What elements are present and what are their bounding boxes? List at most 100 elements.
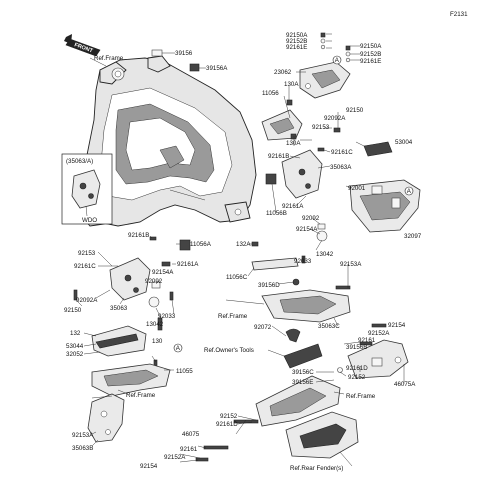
label-92152a-r: 92152A — [368, 330, 390, 337]
label-92150a-r: 92150A — [360, 43, 382, 50]
callout-a-left-label: A — [176, 345, 181, 352]
bracket-11056 — [261, 109, 303, 141]
label-39156c: 39156C — [292, 369, 314, 376]
ref-frame-right: Ref.Frame — [346, 393, 376, 400]
label-92152b-t: 92152B — [286, 38, 307, 45]
grommet-130a-2 — [290, 133, 297, 140]
label-92161b-r: 92161B — [268, 153, 289, 160]
label-35063a: 35063A — [330, 164, 352, 171]
label-92161a-r: 92161A — [282, 203, 304, 210]
ref-frame-left: Ref.Frame — [126, 392, 156, 399]
label-92150a-t: 92150A — [286, 32, 308, 39]
main-frame — [79, 55, 257, 227]
spacer-92092-r — [317, 223, 326, 230]
label-92153a-r: 92153A — [340, 261, 362, 268]
cap-39156a — [189, 63, 200, 72]
label-13042-r: 13042 — [316, 251, 334, 258]
bolt-92150-l — [73, 289, 78, 301]
label-32052: 32052 — [66, 351, 84, 358]
label-35063: 35063 — [110, 305, 128, 312]
inset-sub-label: WDO — [82, 217, 97, 224]
callout-a-top-label: A — [335, 57, 340, 64]
bracket-46075a — [347, 339, 409, 379]
label-39156e: 39156E — [292, 379, 313, 386]
label-92161d-b: 92161D — [216, 421, 238, 428]
bolt-92033-l — [169, 291, 174, 301]
label-92092-l: 92092 — [145, 278, 163, 285]
ref-rear-fender: Ref.Rear Fender(s) — [290, 465, 343, 472]
label-92154a-l: 92154A — [152, 269, 174, 276]
inset-box — [61, 153, 113, 225]
bolt-92161b-l — [149, 236, 157, 241]
label-92072: 92072 — [254, 324, 272, 331]
ref-frame-top: Ref.Frame — [94, 55, 124, 62]
callout-a-top — [332, 55, 342, 65]
label-92161c-l: 92161C — [74, 263, 96, 270]
label-92161a-l: 92161A — [177, 261, 199, 268]
inset-title: (35063/A) — [66, 158, 93, 165]
bolt-35063-post — [157, 317, 163, 331]
label-92154-b: 92154 — [140, 463, 158, 470]
label-39156a: 39156A — [206, 65, 228, 72]
label-39156b: 39156B — [346, 344, 367, 351]
label-92092-r: 92092 — [302, 215, 320, 222]
bolt-92150-r — [333, 127, 341, 133]
label-11056: 11056 — [262, 90, 279, 97]
label-132: 132 — [70, 330, 81, 337]
bolt-92161-r — [359, 341, 373, 346]
bracket-23062 — [299, 61, 351, 99]
bracket-35063c — [261, 285, 351, 323]
collar-13042-l — [148, 296, 160, 308]
damper-11056a — [179, 239, 191, 251]
bolt-92154-r — [371, 323, 387, 328]
label-92092a-r: 92092A — [324, 115, 346, 122]
label-23062: 23062 — [274, 69, 292, 76]
label-11056c: 11056C — [226, 274, 248, 281]
rod-assembly — [251, 241, 300, 286]
bolt-92161c-r — [317, 147, 325, 152]
bolt-92161a-l — [161, 261, 171, 267]
label-92153-l: 92153 — [78, 250, 96, 257]
label-130a-2: 130A — [286, 140, 301, 147]
callout-a-mid-label: A — [407, 188, 412, 195]
label-13042-l: 13042 — [146, 321, 164, 328]
pad-53004 — [363, 141, 393, 157]
collar-13042-r — [316, 230, 328, 242]
tool-strap — [283, 343, 323, 369]
label-39156d: 39156D — [258, 282, 280, 289]
tray-32097 — [349, 179, 421, 233]
page-id: F2131 — [450, 11, 468, 18]
label-92161-r: 92161 — [358, 337, 376, 344]
label-35063b: 35063B — [72, 445, 93, 452]
label-92161-b: 92161 — [180, 446, 198, 453]
bolt-stack-top — [320, 32, 351, 63]
label-53004: 53004 — [395, 139, 413, 146]
label-11055: 11055 — [176, 368, 193, 375]
label-92161e-t: 92161E — [286, 44, 307, 51]
cap-39156 — [151, 49, 163, 57]
bracket-35063a — [281, 149, 323, 199]
label-92152-b: 92152 — [220, 413, 238, 420]
grommet-130a-1 — [286, 99, 293, 106]
label-130a-1: 130A — [284, 81, 299, 88]
label-92154-r: 92154 — [388, 322, 406, 329]
label-92161d-r: 92161D — [346, 365, 368, 372]
label-130: 130 — [152, 338, 163, 345]
label-92161c-r: 92161C — [331, 149, 353, 156]
bolt-92033-r — [301, 255, 306, 264]
label-92153a-l: 92153A — [72, 432, 94, 439]
spacer-92092-l — [151, 281, 161, 289]
reference-notes: Ref.Frame Ref.Frame Ref.Frame Ref.Frame … — [89, 55, 376, 472]
label-92152-r: 92152 — [348, 374, 366, 381]
label-92152b-r: 92152B — [360, 51, 381, 58]
label-46075a: 46075A — [394, 381, 416, 388]
callout-a-mid — [404, 186, 414, 196]
label-35063c: 35063C — [318, 323, 340, 330]
bracket-46075 — [255, 375, 341, 427]
label-92001: 92001 — [348, 185, 366, 192]
front-arrow-icon — [64, 34, 101, 57]
label-92161e-r: 92161E — [360, 58, 381, 65]
label-92033-l: 92033 — [158, 313, 176, 320]
label-92153-r: 92153 — [312, 124, 330, 131]
